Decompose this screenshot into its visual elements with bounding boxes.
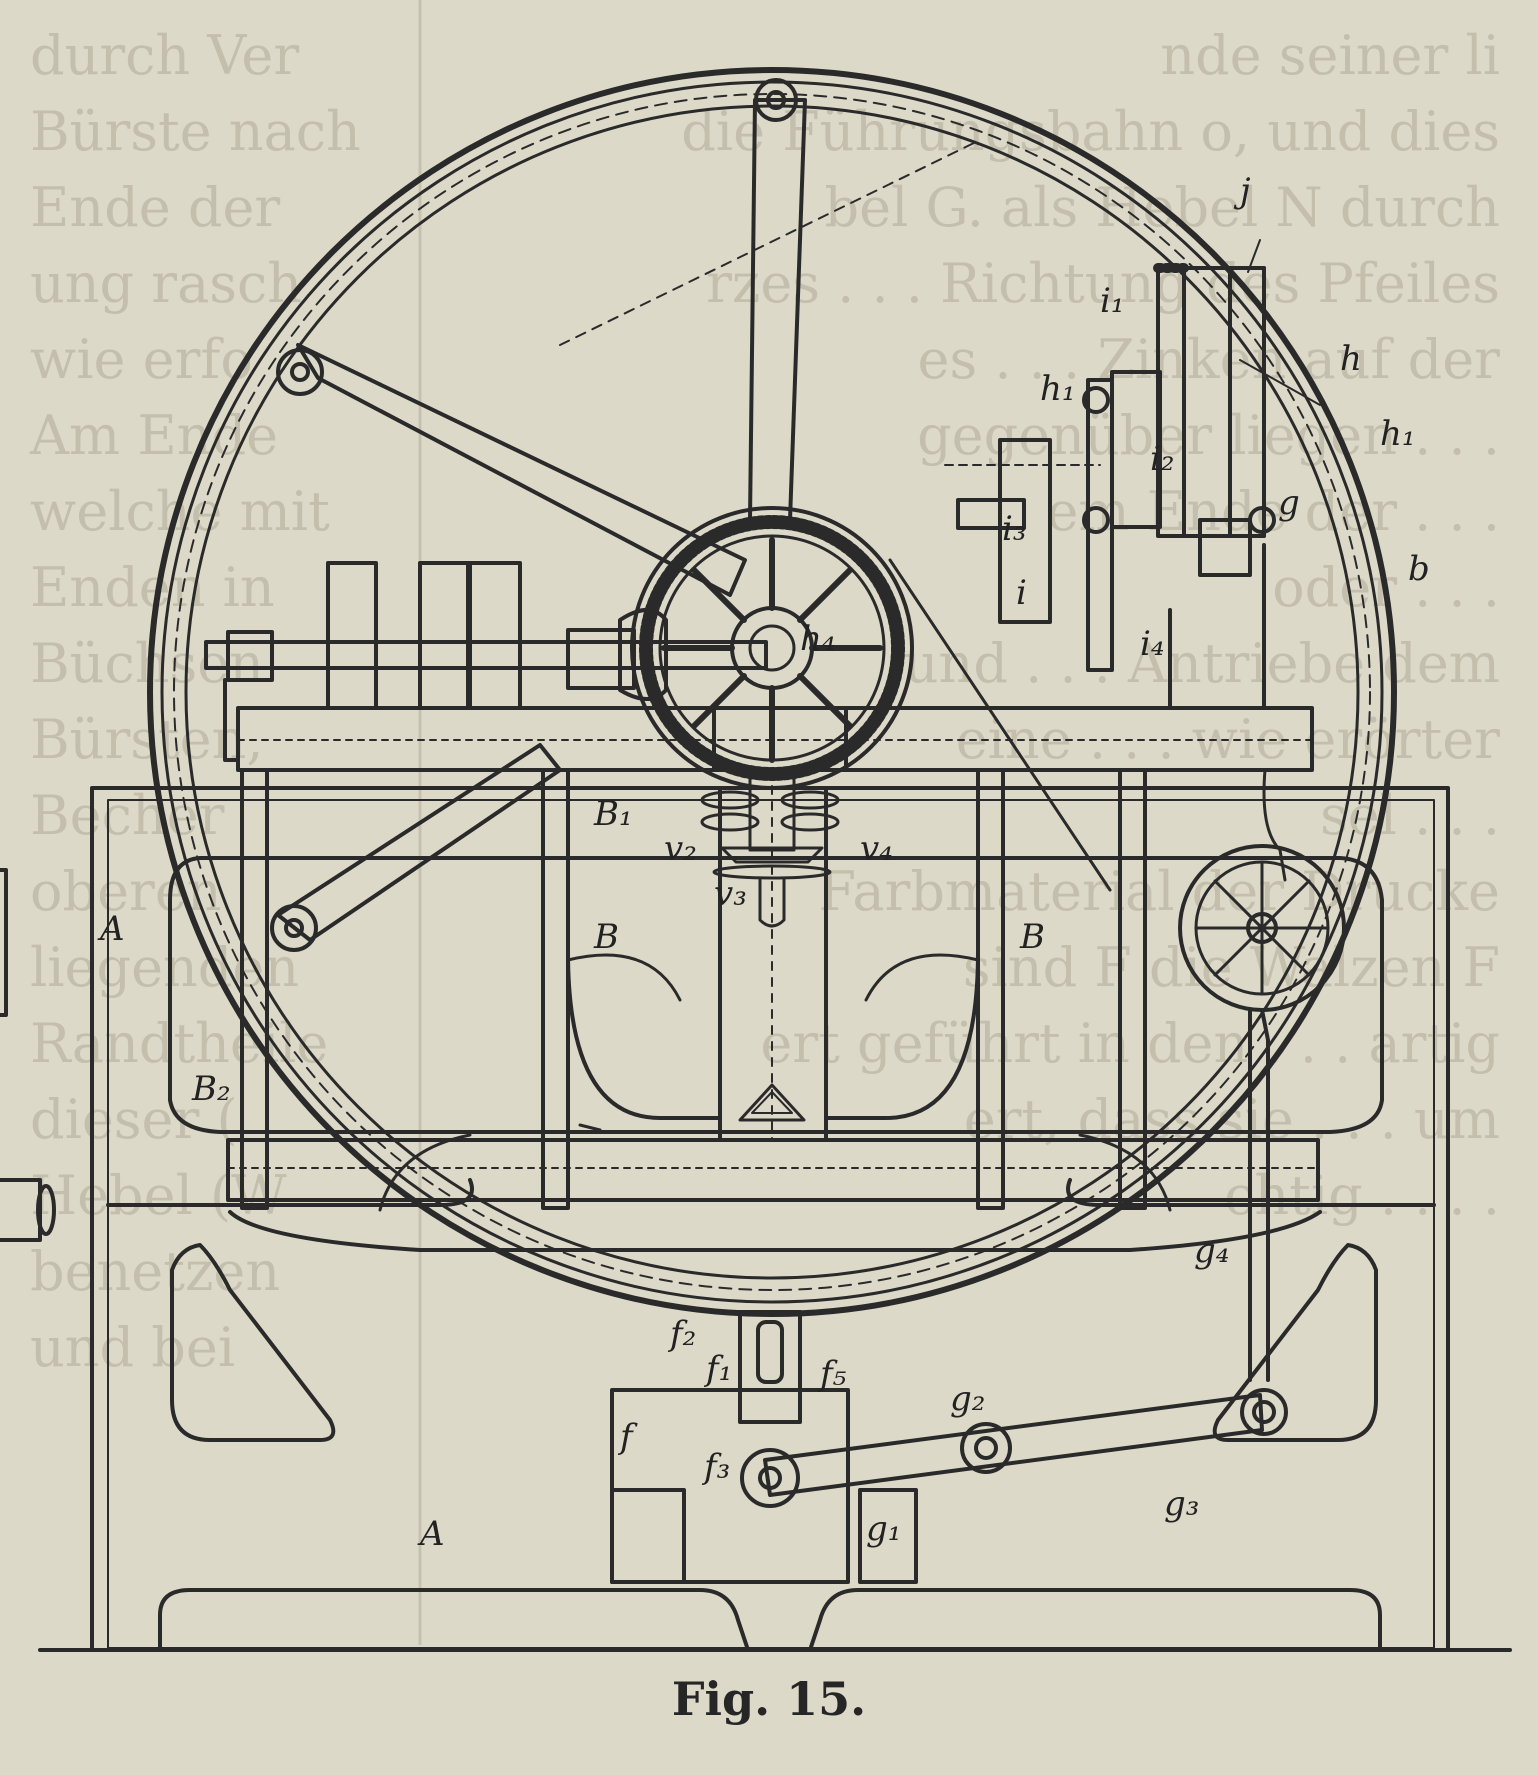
label-f2: f₂ bbox=[667, 1314, 696, 1354]
base-frame bbox=[90, 786, 1450, 1652]
handwheel bbox=[1178, 768, 1346, 1012]
label-f1: f₁ bbox=[703, 1349, 732, 1389]
figure-caption: Fig. 15. bbox=[671, 1672, 867, 1726]
label-g3: g₃ bbox=[1164, 1484, 1199, 1524]
window-openings bbox=[566, 950, 980, 1122]
label-f: f bbox=[617, 1417, 638, 1457]
label-h-top: h bbox=[1340, 339, 1362, 379]
gear-assembly bbox=[944, 239, 1321, 710]
edge-fragments bbox=[0, 868, 56, 1242]
label-b: b bbox=[1408, 549, 1430, 589]
label-B-right: B bbox=[1019, 917, 1045, 957]
label-B2: B₂ bbox=[191, 1069, 231, 1109]
label-i2: i₂ bbox=[1150, 439, 1175, 479]
bottom-rail bbox=[226, 1138, 1320, 1202]
label-f3: f₃ bbox=[701, 1447, 730, 1487]
label-B1: B₁ bbox=[593, 794, 633, 834]
columns bbox=[240, 768, 1147, 1210]
label-i4: i₄ bbox=[1140, 624, 1165, 664]
label-g: g bbox=[1278, 483, 1300, 523]
label-A-left: A bbox=[97, 909, 125, 949]
central-bevel-gear bbox=[630, 506, 914, 790]
label-v4: v₄ bbox=[860, 829, 893, 869]
label-A-bottom: A bbox=[417, 1514, 445, 1554]
label-h1-right: h₁ bbox=[1380, 414, 1416, 454]
label-h1: h₁ bbox=[1040, 369, 1076, 409]
linkage bbox=[610, 1008, 1288, 1584]
trough bbox=[168, 856, 1384, 1252]
label-v2: v₂ bbox=[664, 829, 697, 869]
label-h4: h₄ bbox=[800, 619, 836, 659]
label-f5: f₅ bbox=[817, 1354, 847, 1394]
label-j: j bbox=[1233, 171, 1251, 211]
label-g4: g₄ bbox=[1194, 1231, 1229, 1271]
label-g1: g₁ bbox=[866, 1509, 901, 1549]
label-v3: v₃ bbox=[714, 874, 747, 914]
valve-assembly bbox=[700, 768, 840, 928]
label-i: i bbox=[1016, 573, 1027, 613]
figure-labels: j i₁ h h₁ h₁ i₂ i₃ i g b i₄ h₄ B₁ v₂ v₄ … bbox=[97, 171, 1430, 1554]
label-i3: i₃ bbox=[1002, 509, 1027, 549]
label-B-left: B bbox=[593, 917, 619, 957]
label-g2: g₂ bbox=[950, 1379, 985, 1419]
drive-shaft bbox=[204, 561, 768, 762]
label-i1: i₁ bbox=[1100, 281, 1125, 321]
